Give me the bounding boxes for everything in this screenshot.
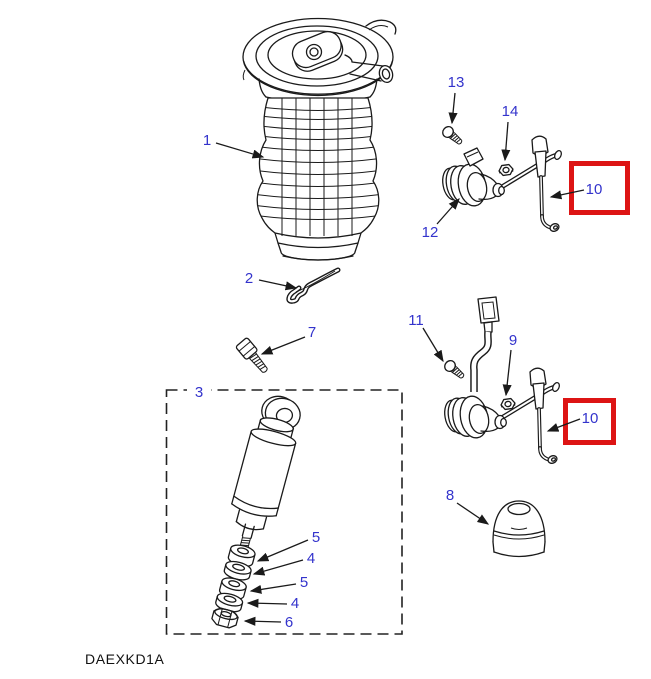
label-3-backing: [187, 382, 211, 398]
callout-arrow-5-upper: [256, 539, 309, 562]
upper-screw-drawing: [439, 123, 466, 148]
lower-height-sensor-assembly: [441, 296, 560, 465]
callout-arrow-12: [436, 198, 460, 225]
callout-arrows: [215, 92, 585, 626]
shock-absorber-drawing: [211, 395, 301, 629]
callout-arrow-13: [448, 92, 458, 125]
callout-arrow-8: [456, 502, 490, 525]
callout-label-11: 11: [408, 312, 424, 329]
bellows-grid: [257, 98, 379, 236]
callout-arrow-5-lower: [249, 583, 297, 594]
callout-label-10-lower: 10: [582, 410, 599, 427]
callout-label-5-lower: 5: [300, 574, 308, 591]
callout-arrow-4-lower: [246, 598, 288, 608]
washer-upper-drawing: [223, 560, 252, 581]
callout-arrow-10-upper: [549, 189, 585, 200]
upper-sensor-tab: [463, 147, 484, 167]
callout-label-6: 6: [285, 614, 293, 631]
air-spring-drawing: [242, 17, 397, 261]
callout-label-13: 13: [448, 74, 465, 91]
lower-screw-drawing: [441, 357, 468, 382]
callout-label-2: 2: [245, 270, 253, 287]
callout-label-3: 3: [195, 384, 203, 401]
callout-label-1: 1: [203, 132, 211, 149]
upper-nut-drawing: [497, 163, 515, 177]
bolt-drawing: [235, 337, 268, 373]
callout-label-8: 8: [446, 487, 454, 504]
callout-label-4-upper: 4: [307, 550, 315, 567]
callout-label-5-upper: 5: [312, 529, 320, 546]
callout-arrow-1: [215, 142, 265, 159]
retaining-clip-drawing: [286, 267, 341, 304]
callout-label-10-upper: 10: [586, 181, 603, 198]
air-port: [344, 54, 394, 84]
callout-arrow-6: [243, 616, 282, 626]
upper-link-rod-drawing: [500, 136, 563, 232]
upper-sensor-body-drawing: [439, 161, 505, 209]
lower-sensor-body-drawing: [441, 393, 507, 441]
shock-group-dashed-box: [165, 389, 403, 635]
callout-label-4-lower: 4: [291, 595, 299, 612]
callout-labels: 1 2 7 3 5 4 5 4 6 13 14 12 10 11 9 10 8: [195, 74, 603, 631]
callout-label-7: 7: [308, 324, 316, 341]
lower-bracket-drawing: [470, 296, 500, 392]
callout-label-12: 12: [422, 224, 439, 241]
drawing-code: DAEXKD1A: [85, 651, 165, 667]
callout-label-14: 14: [502, 103, 519, 120]
bump-stop-drawing: [492, 500, 546, 558]
callout-arrow-14: [501, 121, 511, 162]
upper-height-sensor-assembly: [439, 123, 563, 232]
highlight-box-lower-10: [563, 398, 616, 445]
callout-arrow-7: [260, 336, 306, 355]
highlight-box-upper-10: [569, 161, 630, 215]
callout-arrow-2: [258, 279, 298, 291]
callout-arrow-4-upper: [252, 559, 304, 576]
callout-label-9: 9: [509, 332, 517, 349]
callout-arrow-11: [422, 327, 444, 363]
stack-nut-drawing: [211, 607, 239, 629]
callout-arrow-10-lower: [546, 418, 581, 432]
callout-arrow-9: [502, 349, 512, 397]
